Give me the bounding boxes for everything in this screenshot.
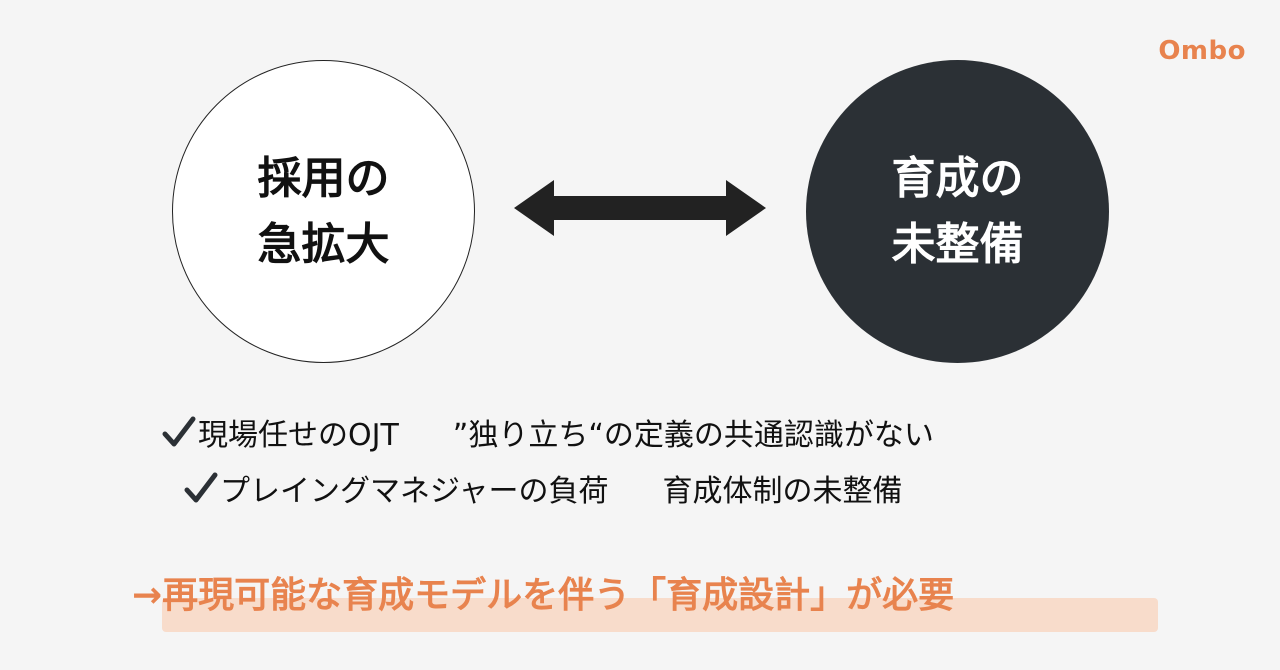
recruitment-expansion-circle: 採用の 急拡大 xyxy=(172,60,475,363)
issue-row-1: 現場任せのOJT ”独り立ち“の定義の共通認識がない xyxy=(162,410,934,454)
brand-logo: Ombo xyxy=(1158,36,1246,66)
issue-row-2: プレイングマネジャーの負荷 育成体制の未整備 xyxy=(184,466,903,510)
issue-row-1-left: 現場任せのOJT xyxy=(198,418,399,453)
double-arrow-icon xyxy=(514,180,766,236)
conclusion-text: →再現可能な育成モデルを伴う「育成設計」が必要 xyxy=(132,575,955,616)
left-circle-line1: 採用の xyxy=(257,152,390,204)
right-circle-line2: 未整備 xyxy=(891,218,1024,270)
training-undeveloped-circle: 育成の 未整備 xyxy=(806,60,1109,363)
checkmark-icon xyxy=(162,416,196,447)
conclusion-highlight xyxy=(162,598,1158,632)
left-circle-line2: 急拡大 xyxy=(257,218,390,270)
issue-row-1-right: ”独り立ち“の定義の共通認識がない xyxy=(452,418,934,453)
issue-row-2-right: 育成体制の未整備 xyxy=(662,474,903,509)
training-undeveloped-label: 育成の 未整備 xyxy=(892,146,1024,278)
checkmark-icon xyxy=(184,472,218,503)
right-circle-line1: 育成の xyxy=(891,152,1024,204)
recruitment-expansion-label: 採用の 急拡大 xyxy=(258,146,390,278)
issue-row-2-left: プレイングマネジャーの負荷 xyxy=(220,474,609,509)
